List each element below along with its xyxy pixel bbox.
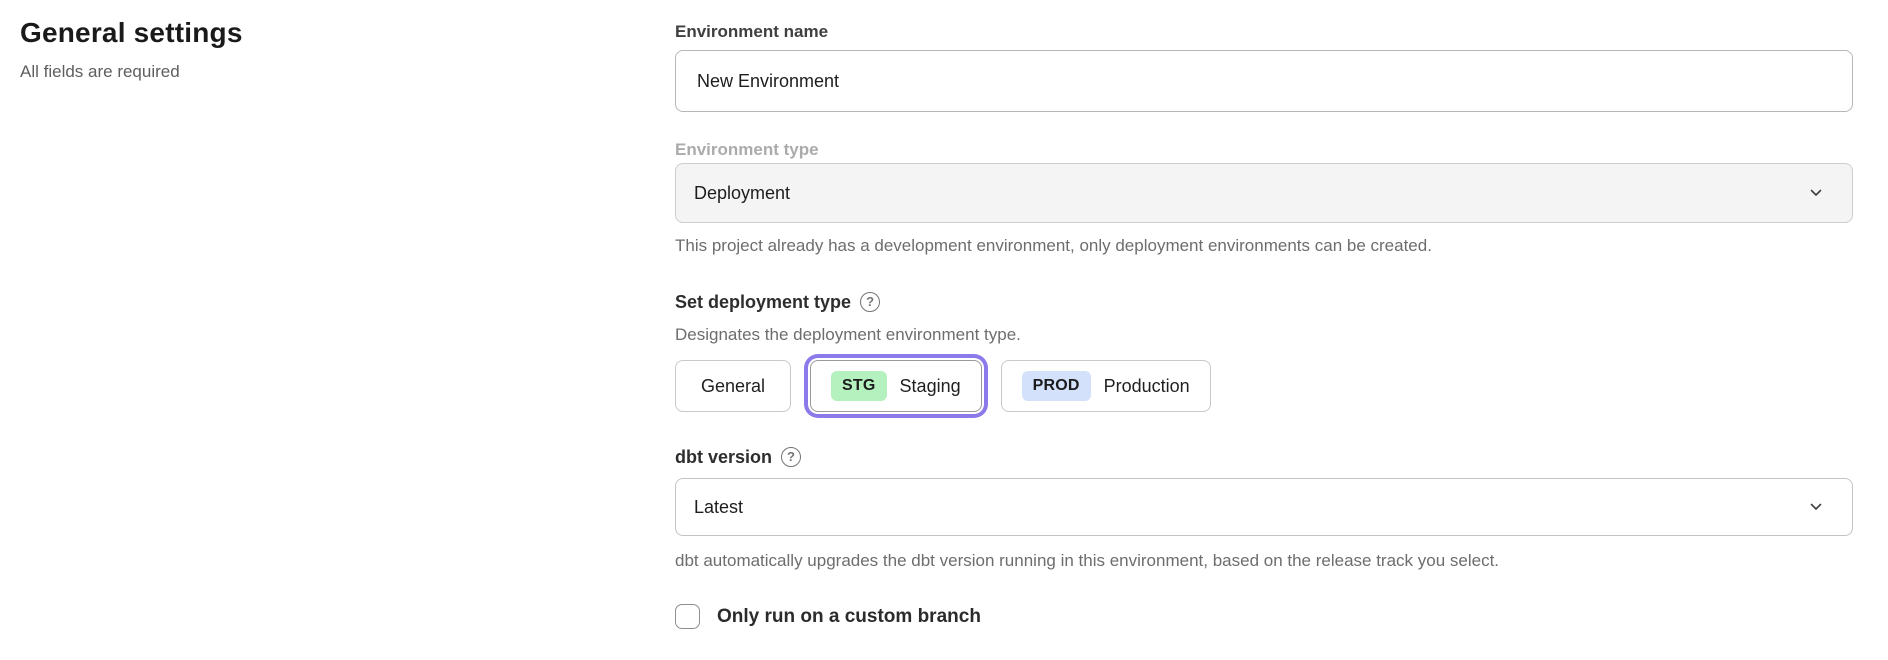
- page-subtitle: All fields are required: [20, 62, 180, 81]
- settings-intro: General settings All fields are required: [20, 16, 620, 83]
- deployment-type-heading-label: Set deployment type: [675, 292, 852, 312]
- environment-type-value: Deployment: [694, 182, 791, 203]
- production-badge: PROD: [1021, 371, 1091, 401]
- custom-branch-checkbox[interactable]: [675, 604, 700, 629]
- help-icon[interactable]: ?: [860, 292, 881, 312]
- dbt-version-heading: dbt version ?: [675, 445, 1853, 469]
- deployment-type-production-label: Production: [1103, 375, 1190, 396]
- dbt-version-helper: dbt automatically upgrades the dbt versi…: [675, 551, 1500, 570]
- deployment-type-description: Designates the deployment environment ty…: [675, 325, 1021, 344]
- custom-branch-label[interactable]: Only run on a custom branch: [717, 605, 981, 627]
- help-icon[interactable]: ?: [781, 447, 802, 467]
- environment-form: Environment name Environment type Deploy…: [675, 0, 1853, 629]
- chevron-down-icon: [1810, 503, 1822, 510]
- deployment-type-general-label: General: [701, 375, 766, 396]
- environment-name-input[interactable]: [675, 50, 1853, 112]
- deployment-type-production-button[interactable]: PROD Production: [1000, 360, 1211, 412]
- dbt-version-select[interactable]: Latest: [675, 478, 1853, 536]
- deployment-type-heading: Set deployment type ?: [675, 290, 1853, 314]
- deployment-type-general-button[interactable]: General: [675, 360, 792, 412]
- environment-type-helper: This project already has a development e…: [675, 236, 1432, 255]
- page-title: General settings: [20, 17, 243, 48]
- staging-badge: STG: [831, 371, 887, 401]
- custom-branch-row: Only run on a custom branch: [675, 604, 1853, 629]
- deployment-type-staging-button[interactable]: STG Staging: [810, 360, 982, 412]
- environment-name-label: Environment name: [675, 22, 829, 41]
- dbt-version-value: Latest: [694, 496, 744, 517]
- dbt-version-heading-label: dbt version: [675, 447, 773, 467]
- environment-type-select[interactable]: Deployment: [675, 163, 1853, 223]
- deployment-type-button-group: General STG Staging PROD Production: [675, 360, 1853, 412]
- chevron-down-icon: [1810, 189, 1822, 196]
- environment-type-label: Environment type: [675, 140, 819, 159]
- deployment-type-staging-label: Staging: [899, 375, 961, 396]
